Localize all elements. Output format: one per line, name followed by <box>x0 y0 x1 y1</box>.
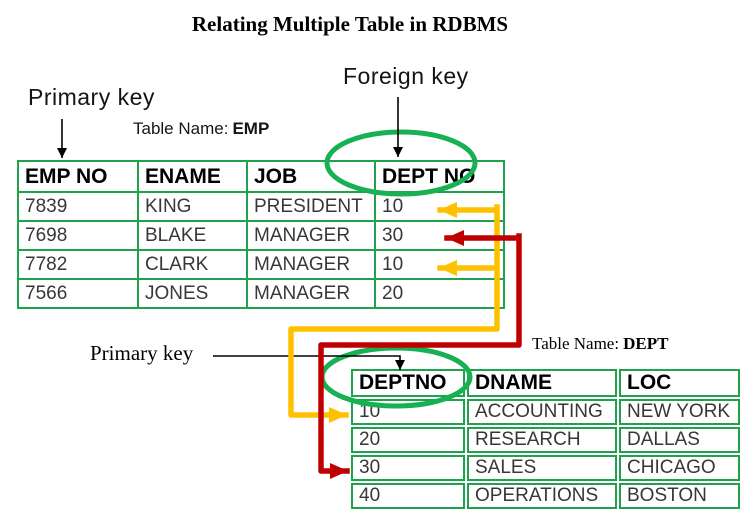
table-cell: 30 <box>374 220 505 251</box>
table-cell: 7839 <box>17 191 139 222</box>
table-cell: 7566 <box>17 278 139 309</box>
column-header: DNAME <box>467 369 617 397</box>
table-cell: 10 <box>351 399 465 425</box>
table-cell: SALES <box>467 455 617 481</box>
table-cell: PRESIDENT <box>246 191 376 222</box>
diagram-title: Relating Multiple Table in RDBMS <box>191 12 509 36</box>
table-cell: JONES <box>137 278 248 309</box>
table-cell: 40 <box>351 483 465 509</box>
table-cell: CHICAGO <box>619 455 740 481</box>
table-cell: MANAGER <box>246 278 376 309</box>
foreign-key-label: Foreign key <box>343 63 469 89</box>
column-header: DEPTNO <box>351 369 465 397</box>
emp-table-caption: Table Name:EMP <box>133 119 269 139</box>
table-cell: 7698 <box>17 220 139 251</box>
column-header: LOC <box>619 369 740 397</box>
table-cell: CLARK <box>137 249 248 280</box>
table-cell: BOSTON <box>619 483 740 509</box>
primary-key-label-top: Primary key <box>28 84 155 110</box>
table-cell: DALLAS <box>619 427 740 453</box>
table-cell: ACCOUNTING <box>467 399 617 425</box>
dept-table-caption: Table Name:DEPT <box>532 334 668 354</box>
table-cell: 20 <box>374 278 505 309</box>
table-cell: NEW YORK <box>619 399 740 425</box>
emp-caption-prefix: Table Name: <box>133 119 229 138</box>
table-cell: 30 <box>351 455 465 481</box>
table-cell: OPERATIONS <box>467 483 617 509</box>
table-cell: 20 <box>351 427 465 453</box>
table-cell: 10 <box>374 191 505 222</box>
table-cell: 10 <box>374 249 505 280</box>
table-cell: KING <box>137 191 248 222</box>
table-cell: 7782 <box>17 249 139 280</box>
primary-key-label-bottom: Primary key <box>90 341 194 365</box>
column-header: DEPT NO <box>374 160 505 193</box>
dept-caption-prefix: Table Name: <box>532 334 620 353</box>
column-header: ENAME <box>137 160 248 193</box>
emp-caption-name: EMP <box>232 119 270 138</box>
table-cell: MANAGER <box>246 220 376 251</box>
column-header: JOB <box>246 160 376 193</box>
dept-caption-name: DEPT <box>623 334 669 353</box>
table-cell: BLAKE <box>137 220 248 251</box>
table-cell: MANAGER <box>246 249 376 280</box>
table-cell: RESEARCH <box>467 427 617 453</box>
column-header: EMP NO <box>17 160 139 193</box>
